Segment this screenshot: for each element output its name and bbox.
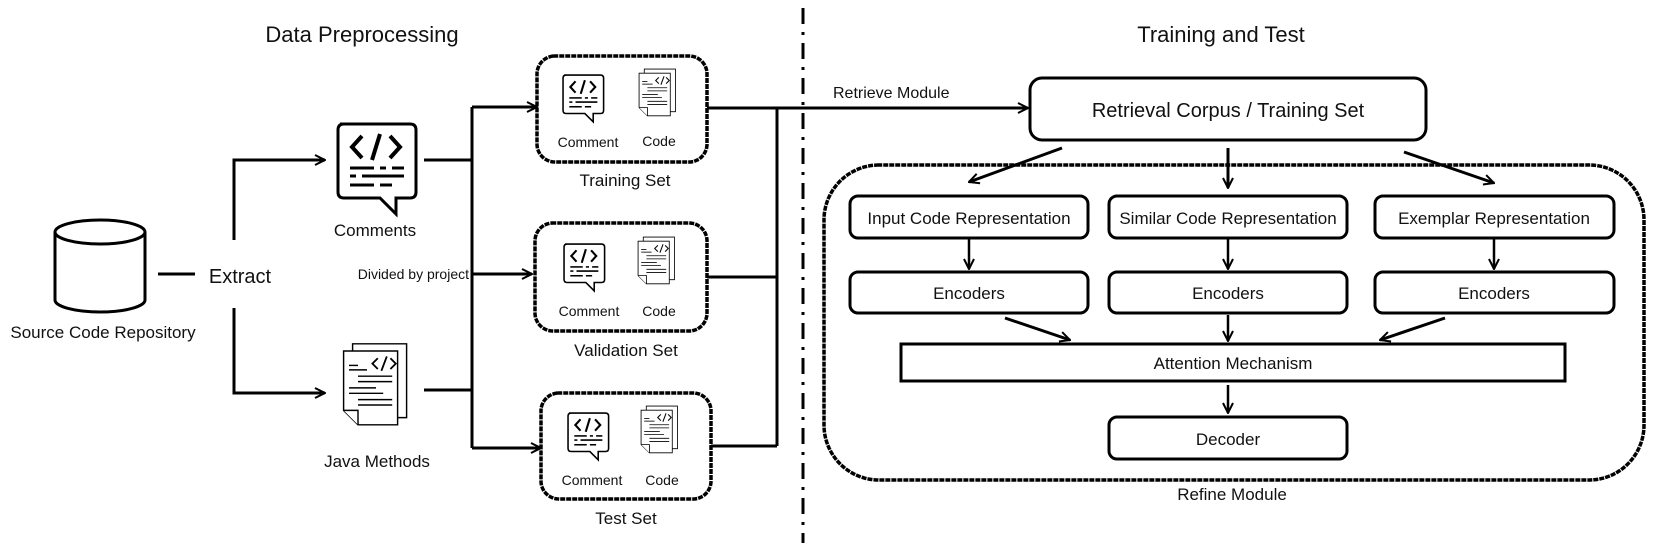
attention-mechanism-box: [899, 342, 1567, 383]
code-file-icon: [638, 68, 676, 117]
divided-by-project-label: Divided by project: [358, 266, 469, 282]
comment-label: Comment: [558, 134, 619, 150]
code-label: Code: [642, 133, 676, 149]
test-set-label: Test Set: [595, 509, 657, 528]
comment-icon: [562, 242, 606, 292]
refine-module-box: [822, 163, 1646, 482]
comment-icon: [561, 74, 605, 123]
encoder-box: [1373, 270, 1616, 315]
arrow-to-java-methods: [232, 308, 325, 393]
comment-icon: [336, 122, 418, 216]
code-file-icon: [637, 236, 675, 285]
similar-code-representation-label: Similar Code Representation: [1119, 209, 1336, 228]
retrieval-corpus-label: Retrieval Corpus / Training Set: [1092, 100, 1365, 122]
training-set-group: Comment Code Training Set: [535, 54, 709, 190]
code-file-icon: [342, 342, 408, 426]
input-code-representation-label: Input Code Representation: [867, 209, 1070, 228]
decoder-label: Decoder: [1196, 430, 1261, 449]
comment-label: Comment: [559, 303, 620, 319]
encoder-label: Encoders: [933, 284, 1005, 303]
encoder-label: Encoders: [1458, 284, 1530, 303]
arrow-to-attention: [1004, 316, 1070, 340]
code-label: Code: [645, 472, 679, 488]
section-title-training: Training and Test: [1137, 22, 1305, 47]
decoder-box: [1107, 415, 1349, 461]
attention-mechanism-label: Attention Mechanism: [1154, 354, 1313, 373]
encoder-box: [848, 270, 1090, 315]
training-set-label: Training Set: [579, 171, 670, 190]
extract-label: Extract: [209, 266, 272, 288]
validation-set-group: Comment Code Validation Set: [533, 221, 709, 360]
refine-module-label: Refine Module: [1177, 485, 1287, 504]
code-file-icon: [640, 405, 678, 454]
comment-icon: [566, 412, 610, 461]
arrow-to-input-rep: [969, 146, 1063, 182]
test-set-group: Comment Code Test Set: [539, 391, 713, 528]
code-label: Code: [642, 303, 676, 319]
retrieve-module-label: Retrieve Module: [833, 85, 950, 102]
section-title-preprocessing: Data Preprocessing: [265, 22, 458, 47]
encoder-label: Encoders: [1192, 284, 1264, 303]
database-icon: [53, 218, 147, 314]
validation-set-label: Validation Set: [574, 341, 678, 360]
encoder-box: [1107, 270, 1349, 315]
arrow-to-exemplar-rep: [1403, 150, 1494, 183]
source-repo-label: Source Code Repository: [10, 323, 196, 342]
comments-label: Comments: [334, 221, 416, 240]
comment-label: Comment: [562, 472, 623, 488]
arrow-to-comments: [232, 160, 325, 240]
exemplar-representation-label: Exemplar Representation: [1398, 209, 1590, 228]
retrieval-corpus-box: [1028, 76, 1428, 142]
arrow-to-attention: [1380, 316, 1446, 340]
java-methods-label: Java Methods: [324, 452, 430, 471]
